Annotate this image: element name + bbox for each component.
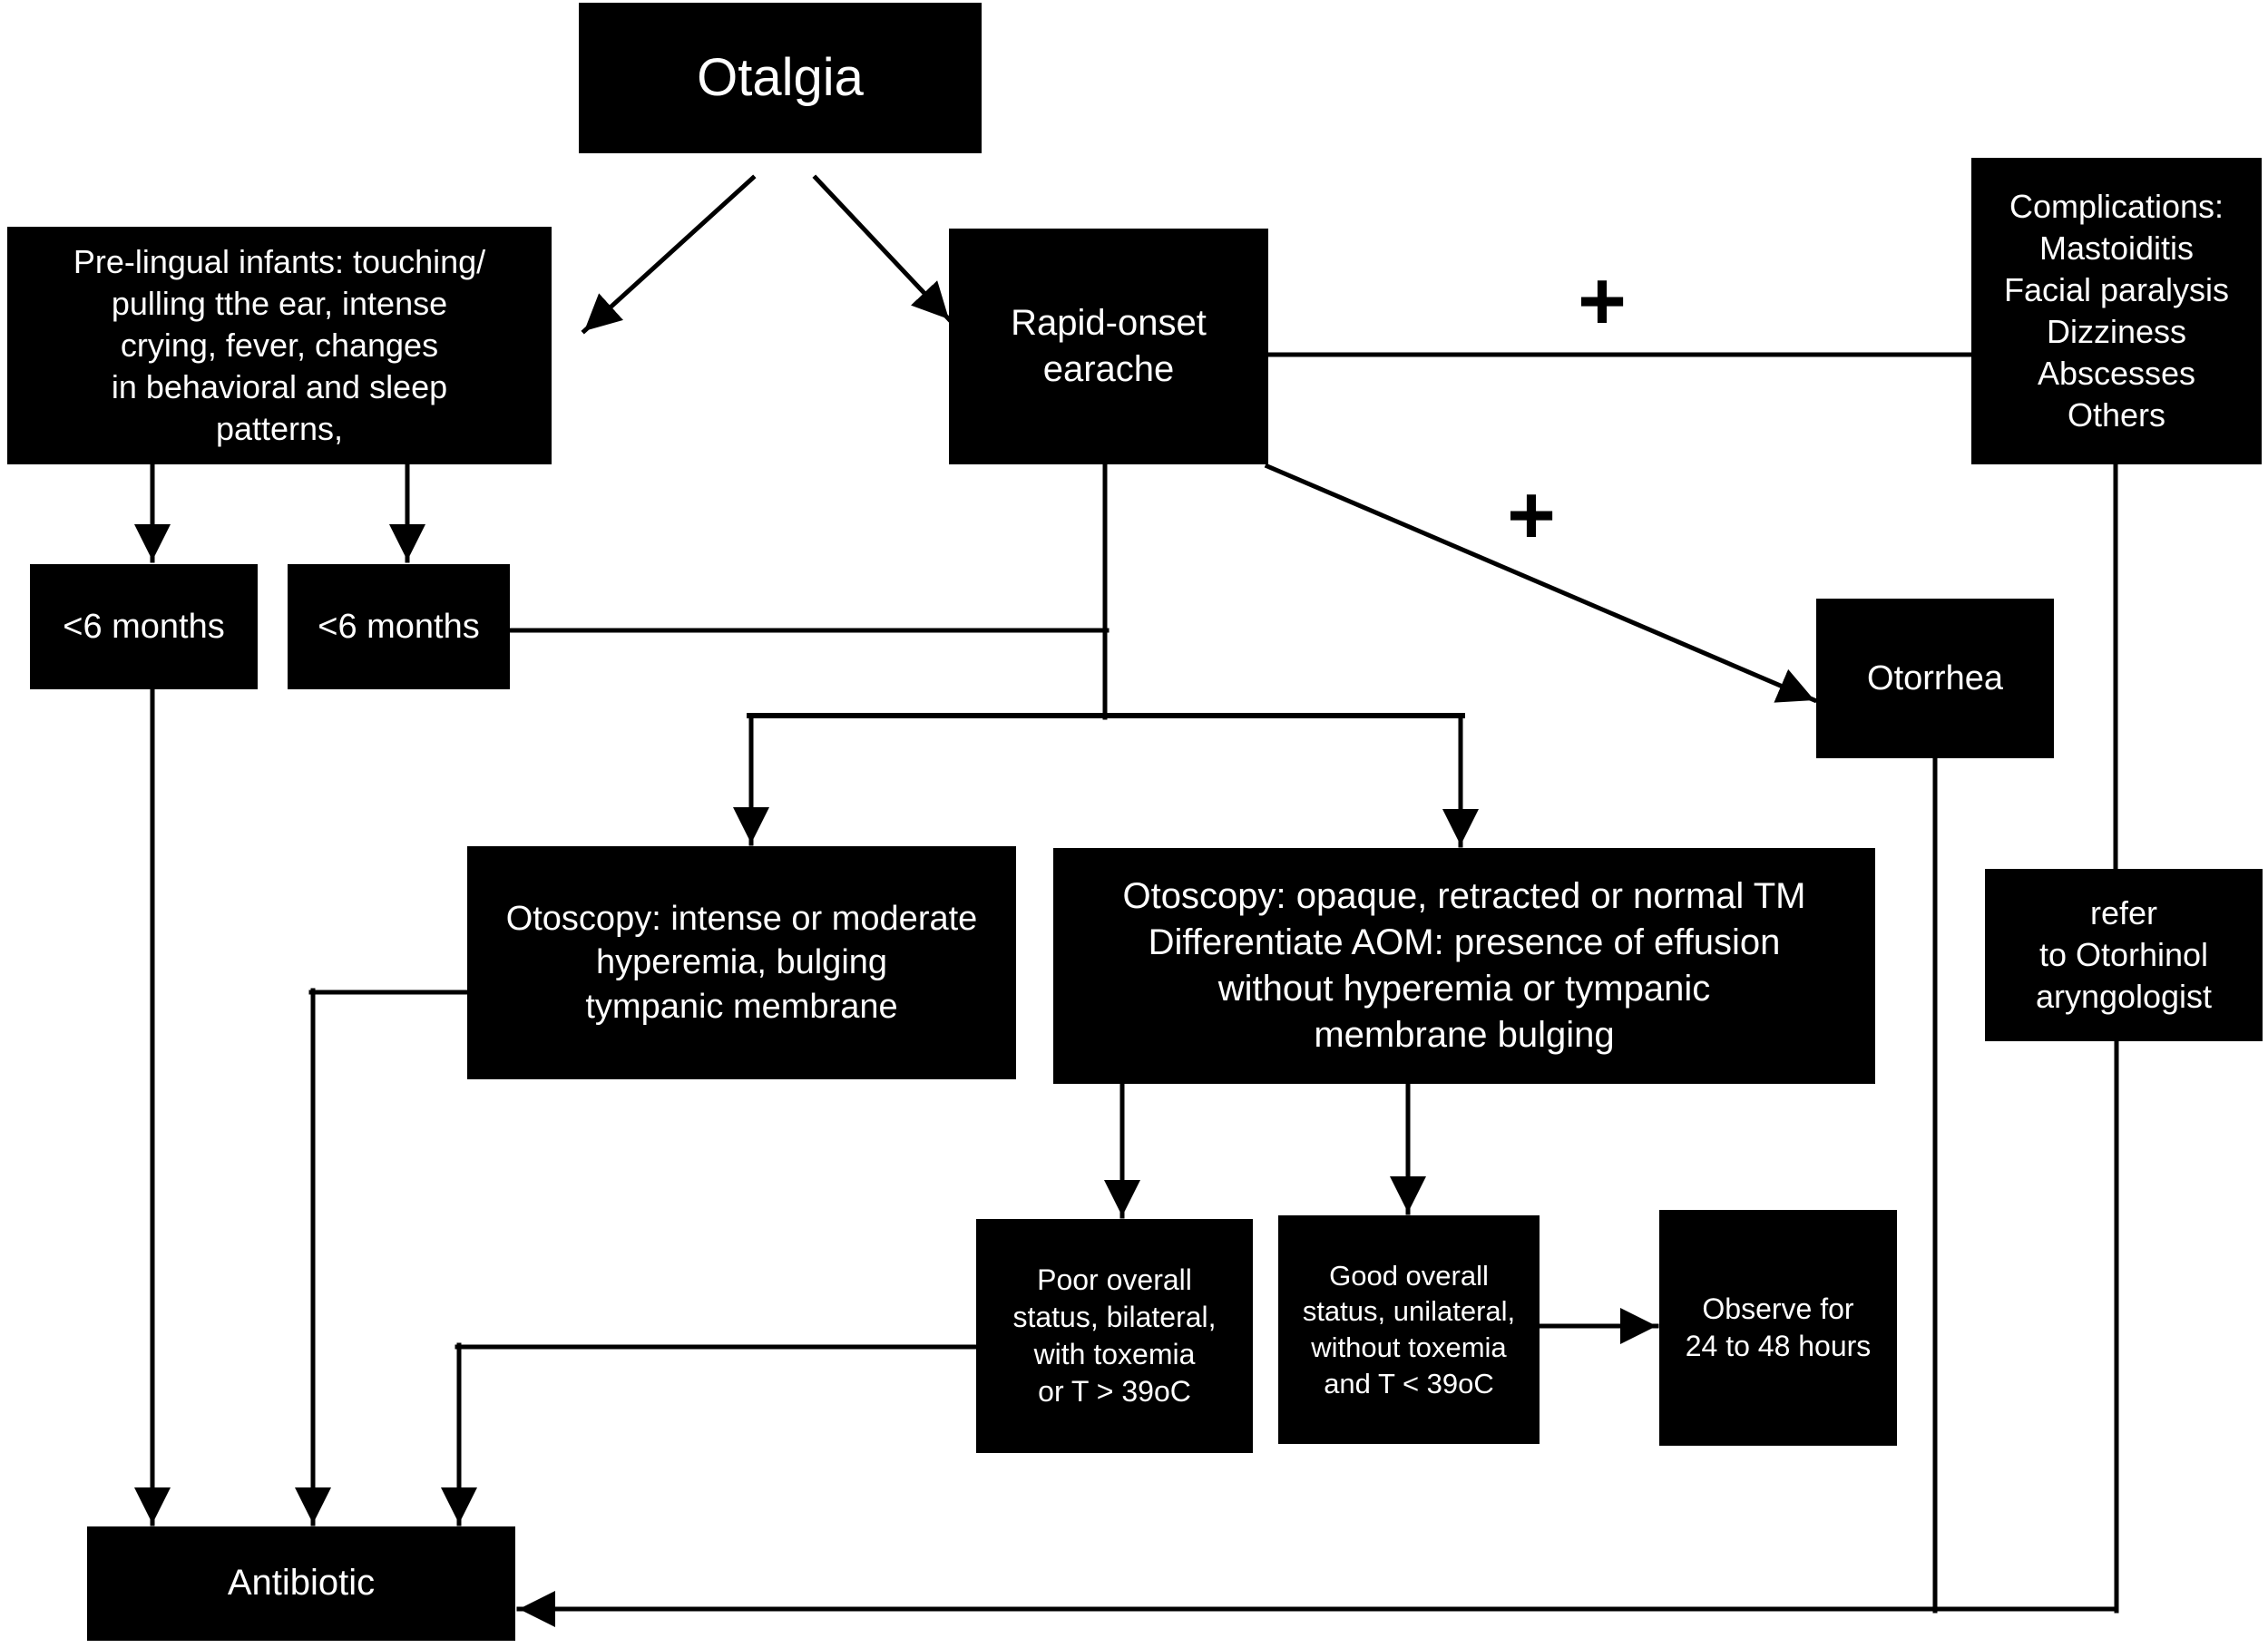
node-otorrhea: Otorrhea	[1816, 599, 2054, 758]
node-observe-24-48h: Observe for 24 to 48 hours	[1659, 1210, 1897, 1446]
node-poor-overall-status: Poor overall status, bilateral, with tox…	[976, 1219, 1253, 1453]
plus-sign-complications: +	[1578, 255, 1627, 347]
node-otoscopy-aom: Otoscopy: intense or moderate hyperemia,…	[467, 846, 1016, 1079]
node-otalgia: Otalgia	[579, 3, 982, 153]
node-antibiotic: Antibiotic	[87, 1526, 515, 1641]
node-complications: Complications: Mastoiditis Facial paraly…	[1971, 158, 2262, 464]
node-refer-otorhinolaryngologist: refer to Otorhinol aryngologist	[1985, 869, 2263, 1041]
plus-sign-otorrhea: +	[1507, 469, 1556, 561]
node-otoscopy-differentiate: Otoscopy: opaque, retracted or normal TM…	[1053, 848, 1875, 1084]
node-under-6-months-left: <6 months	[30, 564, 258, 689]
node-prelingual-infants: Pre-lingual infants: touching/ pulling t…	[7, 227, 552, 464]
connector-otalgia-prelingual	[581, 174, 757, 335]
connector-rapid-otorrhea	[1264, 463, 1818, 704]
node-good-overall-status: Good overall status, unilateral, without…	[1278, 1215, 1540, 1444]
node-under-6-months-right: <6 months	[288, 564, 510, 689]
connector-otalgia-rapid	[812, 174, 953, 323]
node-rapid-onset-earache: Rapid-onset earache	[949, 229, 1268, 464]
